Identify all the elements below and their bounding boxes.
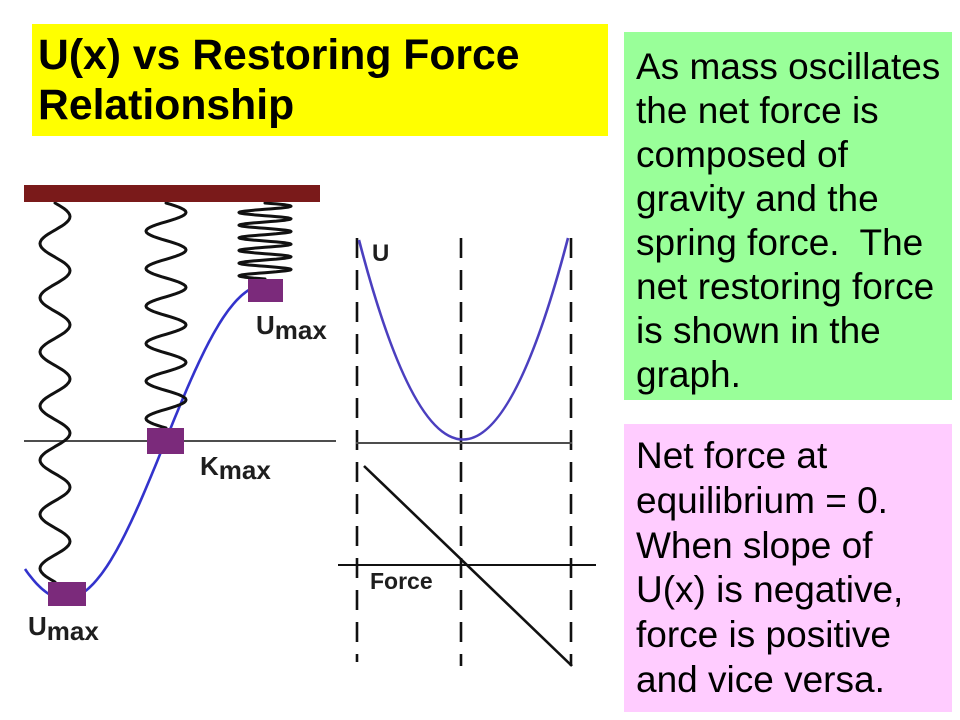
mass-bottom: [48, 582, 86, 606]
note-line: When slope of: [636, 524, 873, 566]
note-line: and vice versa.: [636, 658, 885, 700]
note-line: composed of: [636, 134, 848, 175]
title-line: U(x) vs Restoring Force: [38, 31, 520, 79]
note-line: gravity and the: [636, 178, 879, 219]
label-umax-bottom-symbol: U: [28, 611, 47, 641]
potential-curve: [357, 237, 570, 441]
mass-top: [248, 279, 283, 302]
note-line: net restoring force: [636, 266, 935, 307]
spring-equilibrium: [144, 201, 188, 430]
potential-graph-label: U: [372, 240, 389, 267]
spring-stretched: [38, 201, 72, 584]
spring-compressed: [237, 201, 293, 281]
note-equilibrium-explanation: Net force at equilibrium = 0. When slope…: [624, 424, 952, 712]
note-line: graph.: [636, 354, 741, 395]
note-line: Net force at: [636, 435, 828, 476]
label-umax-top: Umax: [256, 310, 327, 345]
note-line: equilibrium = 0.: [636, 479, 888, 521]
title-box: U(x) vs Restoring Force Relationship: [32, 24, 608, 136]
title-line: Relationship: [38, 81, 295, 129]
note-line: U(x) is negative,: [636, 569, 904, 611]
label-kmax-subscript: max: [219, 455, 272, 485]
label-umax-top-subscript: max: [275, 315, 328, 345]
label-kmax: Kmax: [200, 451, 271, 485]
note-line: As mass oscillates: [636, 46, 941, 87]
note-line: spring force. The: [636, 222, 924, 263]
force-line: [363, 465, 573, 667]
note-net-force-explanation: As mass oscillates the net force is comp…: [624, 32, 952, 400]
label-umax-top-symbol: U: [256, 310, 275, 340]
label-umax-bottom: Umax: [28, 611, 99, 646]
mass-middle: [147, 428, 184, 454]
note-line: is shown in the: [636, 310, 881, 351]
note-line: the net force is: [636, 90, 879, 131]
force-graph-label: Force: [370, 568, 433, 594]
ceiling-bar: [24, 185, 320, 202]
label-umax-bottom-subscript: max: [47, 616, 100, 646]
note-line: force is positive: [636, 614, 891, 656]
label-kmax-symbol: K: [200, 451, 219, 481]
